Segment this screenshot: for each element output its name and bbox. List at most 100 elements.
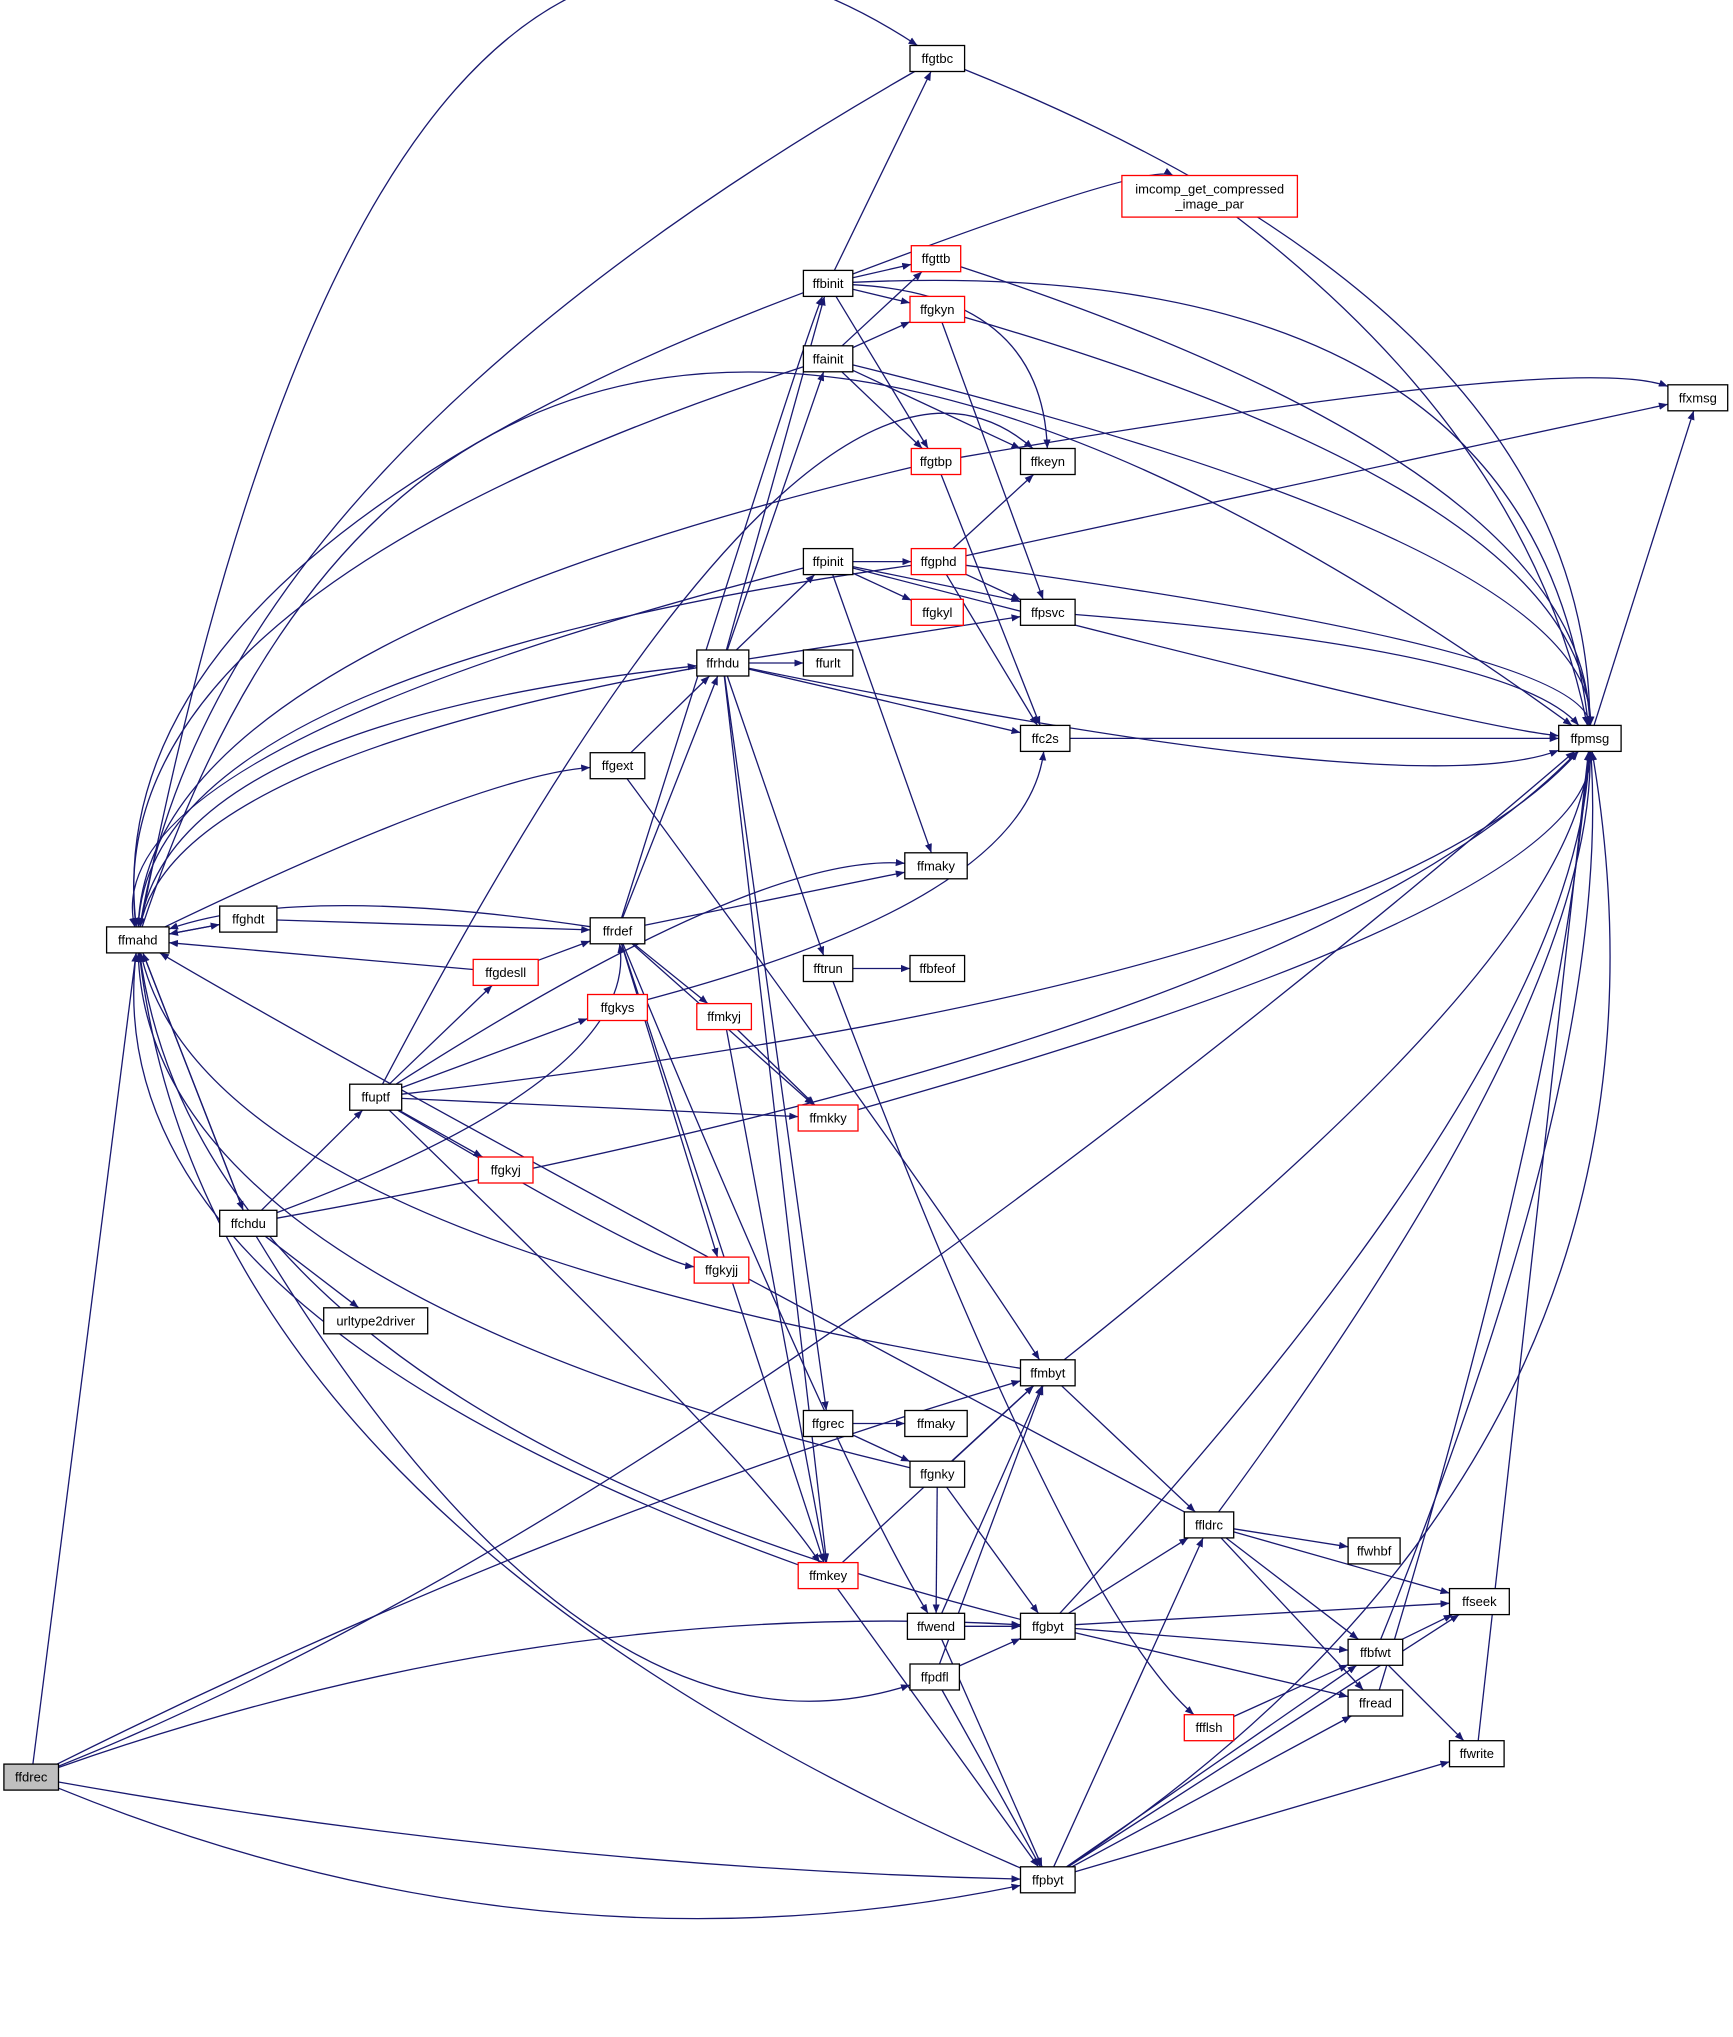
node-box-ffseek[interactable]: [1448, 1587, 1510, 1616]
node-ffmkyj[interactable]: ffmkyj: [696, 1002, 753, 1031]
node-ffmaky2[interactable]: ffmaky: [904, 1409, 968, 1438]
node-ffgkyj[interactable]: ffgkyj: [477, 1156, 534, 1184]
node-fftrun[interactable]: fftrun: [802, 954, 854, 983]
node-ffc2s[interactable]: ffc2s: [1019, 724, 1071, 753]
node-box-ffuptf[interactable]: [349, 1083, 403, 1111]
node-ffpinit[interactable]: ffpinit: [802, 547, 854, 576]
node-ffbfwt[interactable]: ffbfwt: [1347, 1638, 1404, 1666]
node-urltype2driver[interactable]: urltype2driver: [323, 1307, 429, 1335]
node-ffwrite[interactable]: ffwrite: [1448, 1740, 1505, 1768]
node-box-ffgkyj[interactable]: [477, 1156, 534, 1184]
node-box-ffmaky1[interactable]: [904, 852, 968, 880]
node-box-ffgkyl[interactable]: [910, 598, 964, 626]
node-ffurlt[interactable]: ffurlt: [802, 649, 854, 677]
node-ffgttb[interactable]: ffgttb: [910, 245, 962, 273]
node-box-ffgkyn[interactable]: [909, 295, 966, 324]
node-ffgphd[interactable]: ffgphd: [910, 547, 967, 576]
node-ffmaky1[interactable]: ffmaky: [904, 852, 968, 880]
node-box-ffghdt[interactable]: [219, 905, 278, 933]
node-ffmahd[interactable]: ffmahd: [105, 926, 170, 954]
node-box-ffgkys[interactable]: [586, 993, 649, 1022]
node-ffghdt[interactable]: ffghdt: [219, 905, 278, 933]
node-ffgkyn[interactable]: ffgkyn: [909, 295, 966, 324]
node-ffuptf[interactable]: ffuptf: [349, 1083, 403, 1111]
node-box-ffainit[interactable]: [802, 345, 854, 373]
node-box-ffwhbf[interactable]: [1347, 1537, 1401, 1565]
node-box-ffbinit[interactable]: [802, 269, 854, 298]
node-box-ffflsh[interactable]: [1183, 1714, 1235, 1742]
node-box-ffread[interactable]: [1347, 1689, 1404, 1717]
node-ffgkyl[interactable]: ffgkyl: [910, 598, 964, 626]
node-box-ffpbyt[interactable]: [1019, 1866, 1076, 1894]
node-box-fftrun[interactable]: [802, 954, 854, 983]
node-box-ffmkky[interactable]: [797, 1104, 859, 1132]
node-box-urltype2driver[interactable]: [323, 1307, 429, 1335]
node-box-ffxmsg[interactable]: [1667, 384, 1729, 412]
node-ffgrec[interactable]: ffgrec: [802, 1409, 854, 1438]
node-ffpmsg[interactable]: ffpmsg: [1558, 724, 1622, 753]
node-box-ffgkyjj[interactable]: [693, 1256, 750, 1284]
node-ffseek[interactable]: ffseek: [1448, 1587, 1510, 1616]
node-box-ffrhdu[interactable]: [696, 649, 750, 677]
node-box-ffwrite[interactable]: [1448, 1740, 1505, 1768]
node-ffchdu[interactable]: ffchdu: [219, 1209, 278, 1237]
node-box-ffwend[interactable]: [906, 1612, 966, 1640]
node-box-ffgnky[interactable]: [909, 1460, 966, 1488]
node-box-ffmahd[interactable]: [105, 926, 170, 954]
node-ffgtbc[interactable]: ffgtbc: [909, 44, 966, 73]
node-ffgnky[interactable]: ffgnky: [909, 1460, 966, 1488]
node-box-ffc2s[interactable]: [1019, 724, 1071, 753]
node-ffgkys[interactable]: ffgkys: [586, 993, 649, 1022]
node-ffainit[interactable]: ffainit: [802, 345, 854, 373]
node-box-ffgttb[interactable]: [910, 245, 962, 273]
node-box-ffbfwt[interactable]: [1347, 1638, 1404, 1666]
node-ffread[interactable]: ffread: [1347, 1689, 1404, 1717]
node-ffkeyn[interactable]: ffkeyn: [1019, 447, 1076, 476]
node-ffrdef[interactable]: ffrdef: [589, 917, 646, 945]
node-ffwhbf[interactable]: ffwhbf: [1347, 1537, 1401, 1565]
node-ffmbyt[interactable]: ffmbyt: [1019, 1359, 1076, 1387]
node-ffgtbp[interactable]: ffgtbp: [910, 447, 962, 476]
node-box-ffgext[interactable]: [589, 752, 646, 780]
node-box-ffmkyj[interactable]: [696, 1002, 753, 1031]
node-box-ffpinit[interactable]: [802, 547, 854, 576]
node-ffmkey[interactable]: ffmkey: [797, 1561, 859, 1590]
node-ffgext[interactable]: ffgext: [589, 752, 646, 780]
node-box-ffgtbp[interactable]: [910, 447, 962, 476]
node-ffbfeof[interactable]: ffbfeof: [909, 954, 966, 983]
node-ffbinit[interactable]: ffbinit: [802, 269, 854, 298]
node-ffpbyt[interactable]: ffpbyt: [1019, 1866, 1076, 1894]
node-box-ffchdu[interactable]: [219, 1209, 278, 1237]
node-box-ffgtbc[interactable]: [909, 44, 966, 73]
node-box-ffgphd[interactable]: [910, 547, 967, 576]
node-ffrhdu[interactable]: ffrhdu: [696, 649, 750, 677]
node-ffgkyjj[interactable]: ffgkyjj: [693, 1256, 750, 1284]
node-box-ffldrc[interactable]: [1183, 1511, 1235, 1539]
node-ffpsvc[interactable]: ffpsvc: [1019, 598, 1076, 626]
node-ffgbyt[interactable]: ffgbyt: [1019, 1612, 1076, 1640]
node-ffxmsg[interactable]: ffxmsg: [1667, 384, 1729, 412]
node-ffgdesll[interactable]: ffgdesll: [472, 958, 539, 987]
node-box-ffdrec[interactable]: [3, 1763, 60, 1791]
node-ffldrc[interactable]: ffldrc: [1183, 1511, 1235, 1539]
node-box-ffgrec[interactable]: [802, 1409, 854, 1438]
node-box-ffmbyt[interactable]: [1019, 1359, 1076, 1387]
node-box-ffgbyt[interactable]: [1019, 1612, 1076, 1640]
node-box-ffmaky2[interactable]: [904, 1409, 968, 1438]
node-ffwend[interactable]: ffwend: [906, 1612, 966, 1640]
node-box-ffmkey[interactable]: [797, 1561, 859, 1590]
node-box-ffkeyn[interactable]: [1019, 447, 1076, 476]
node-ffflsh[interactable]: ffflsh: [1183, 1714, 1235, 1742]
node-box-imcomp[interactable]: [1121, 174, 1299, 218]
node-ffmkky[interactable]: ffmkky: [797, 1104, 859, 1132]
node-box-ffurlt[interactable]: [802, 649, 854, 677]
node-imcomp[interactable]: imcomp_get_compressed_image_par: [1121, 174, 1299, 218]
node-ffdrec[interactable]: ffdrec: [3, 1763, 60, 1791]
node-box-ffpdfl[interactable]: [909, 1663, 961, 1691]
node-box-ffpmsg[interactable]: [1558, 724, 1622, 753]
node-box-ffbfeof[interactable]: [909, 954, 966, 983]
node-box-ffgdesll[interactable]: [472, 958, 539, 987]
node-box-ffrdef[interactable]: [589, 917, 646, 945]
node-box-ffpsvc[interactable]: [1019, 598, 1076, 626]
node-ffpdfl[interactable]: ffpdfl: [909, 1663, 961, 1691]
